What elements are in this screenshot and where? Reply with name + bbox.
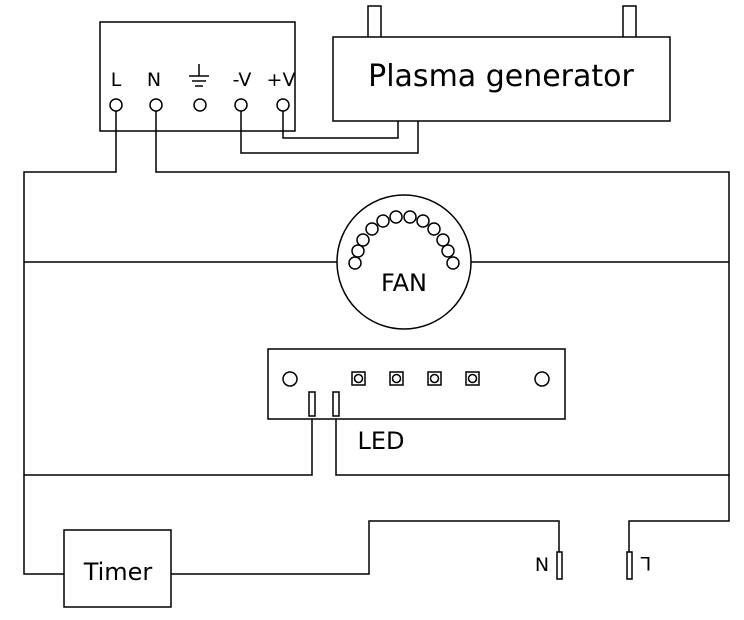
led-2-lens	[391, 373, 402, 384]
mains-plug: N L	[535, 551, 651, 580]
terminal-label-l: L	[111, 69, 122, 91]
timer-box	[63, 529, 172, 608]
led-pin-left	[308, 391, 316, 417]
fan-label: FAN	[381, 269, 427, 297]
led-3-lens	[429, 373, 440, 384]
terminal-block-box	[99, 21, 296, 132]
led-board: LED	[267, 348, 566, 455]
mains-n-pin	[556, 551, 563, 580]
terminal-n-screw	[149, 98, 163, 112]
fan: FAN	[336, 194, 472, 330]
led-2	[389, 371, 404, 386]
wire-plus-v	[282, 111, 399, 139]
led-pin-right	[332, 391, 340, 417]
plasma-generator-post-right	[622, 5, 637, 39]
fan-housing-circle	[336, 194, 472, 330]
terminal-label-plus-v: +V	[267, 69, 296, 91]
led-array	[351, 371, 480, 386]
plasma-generator-box	[332, 36, 671, 122]
wire-n-housing-right	[155, 111, 730, 476]
led-3	[427, 371, 442, 386]
led-1	[351, 371, 366, 386]
mains-n-label: N	[535, 554, 549, 576]
plasma-generator: Plasma generator	[332, 5, 671, 122]
terminal-plus-v-screw	[276, 98, 290, 112]
wire-timer-to-n	[171, 520, 560, 575]
wire-l-housing-left	[23, 111, 313, 476]
led-4-lens	[467, 373, 478, 384]
led-board-mount-hole-right	[534, 371, 550, 387]
led-1-lens	[353, 373, 364, 384]
wire-housing-to-l	[628, 475, 730, 552]
terminal-l-screw	[109, 98, 123, 112]
plasma-generator-post-left	[367, 5, 382, 39]
mains-l-pin	[626, 551, 633, 580]
mains-l-label: L	[640, 552, 651, 574]
fan-coil	[348, 210, 460, 270]
housing	[23, 111, 730, 476]
plasma-wires	[240, 111, 419, 154]
led-4	[465, 371, 480, 386]
led-board-box	[267, 348, 566, 420]
ground-icon	[189, 64, 209, 87]
led-label: LED	[357, 427, 404, 455]
lower-wiring	[23, 475, 730, 575]
terminal-minus-v-screw	[234, 98, 248, 112]
wire-to-timer	[23, 475, 64, 575]
timer: Timer	[63, 529, 172, 608]
led-board-mount-hole-left	[282, 371, 298, 387]
terminal-label-n: N	[147, 69, 161, 91]
terminal-block: L N -V +V	[99, 21, 296, 132]
timer-label: Timer	[83, 558, 153, 586]
wire-minus-v	[240, 111, 419, 154]
plasma-generator-label: Plasma generator	[368, 59, 634, 94]
terminal-ground-screw	[193, 98, 207, 112]
terminal-label-minus-v: -V	[233, 69, 252, 91]
